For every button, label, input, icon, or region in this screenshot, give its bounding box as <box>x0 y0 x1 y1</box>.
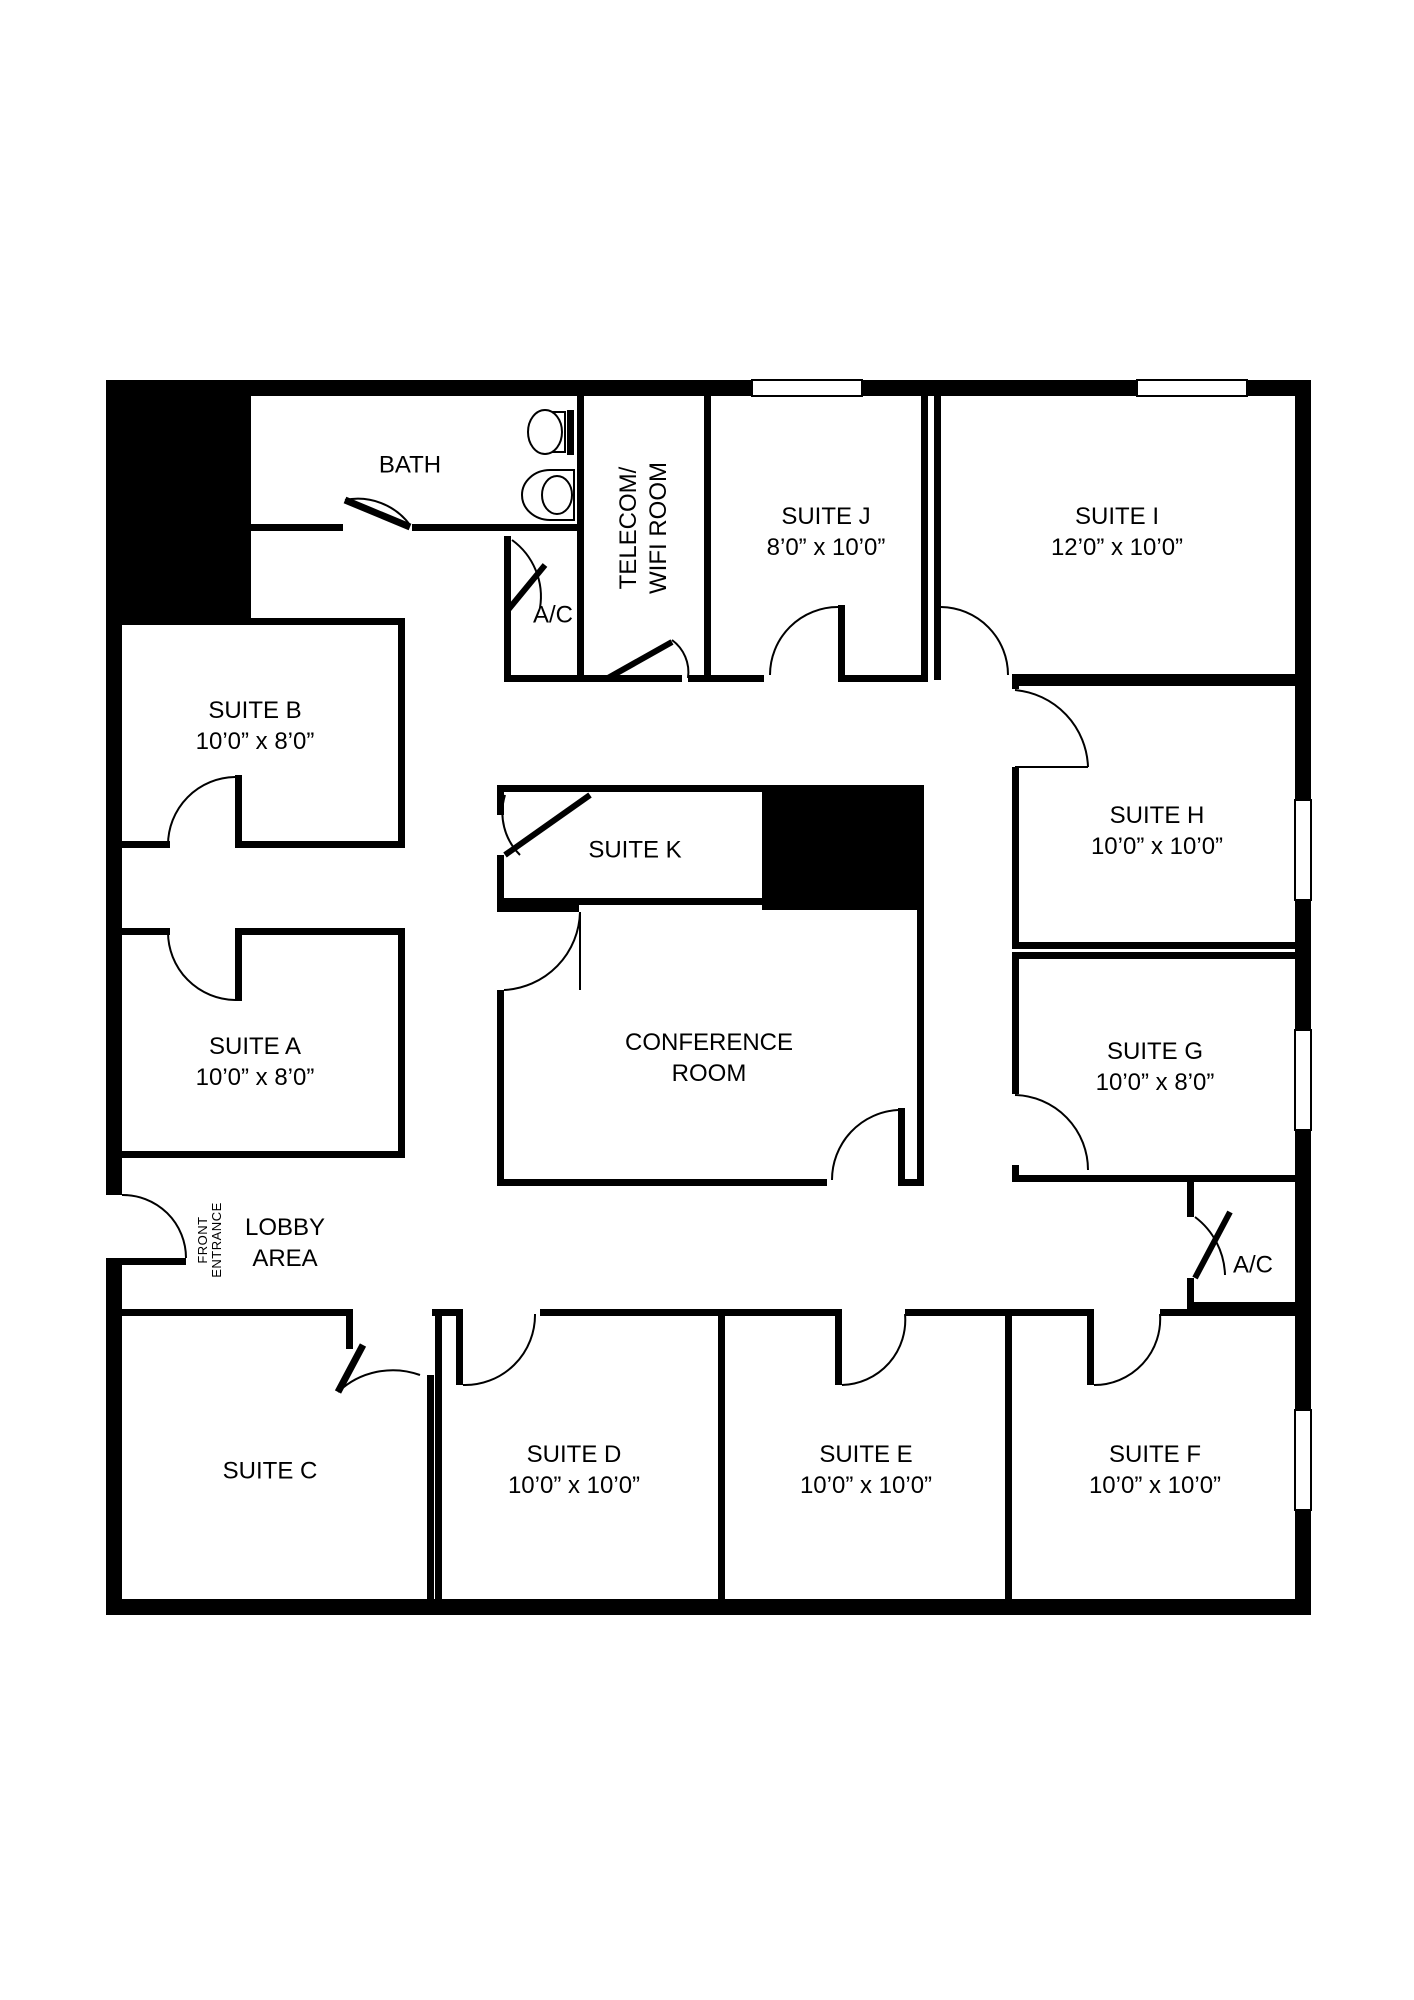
window-suite-i <box>1136 379 1248 397</box>
wall-bath-fixture-divider <box>567 410 574 455</box>
window-suite-j <box>751 379 863 397</box>
wall-suite-j-bottom-a <box>688 675 764 682</box>
walls <box>106 380 1311 1615</box>
wall-suite-c-door-jamb <box>346 1309 353 1349</box>
wall-suite-b-bottom-right <box>235 841 405 848</box>
wall-suite-h-left-top <box>1012 679 1019 689</box>
wall-suite-a-bottom <box>122 1151 405 1158</box>
door-conference-left <box>503 911 581 991</box>
wall-suite-g-top <box>1012 952 1302 959</box>
wall-conference-bottom <box>497 1179 827 1186</box>
wall-suite-j-right <box>921 380 928 680</box>
wall-suite-e-door-jamb <box>835 1309 842 1385</box>
wall-ac-bottom <box>504 675 584 682</box>
wall-telecom-bottom <box>577 675 682 682</box>
wall-suite-h-bottom <box>1012 942 1302 949</box>
wall-bottom-suites-top-b <box>432 1309 456 1316</box>
door-suite-h <box>1014 689 1089 768</box>
door-front-entrance <box>121 1193 187 1259</box>
sink-icon <box>521 469 575 521</box>
wall-ac-right-left <box>1187 1182 1194 1217</box>
door-suite-a <box>167 931 236 1001</box>
outer-wall-left-lower <box>106 1265 122 1615</box>
wall-bottom-suites-top-d <box>905 1309 1087 1316</box>
doors <box>121 496 1233 1394</box>
wall-ac-right-bottom <box>1187 1302 1295 1309</box>
outer-wall-bottom <box>106 1599 1311 1615</box>
door-bath <box>343 496 412 531</box>
door-suite-d <box>462 1313 537 1387</box>
door-suite-e <box>841 1313 907 1386</box>
solid-block-top-left <box>106 380 249 623</box>
wall-suite-g-left <box>1012 952 1019 1094</box>
wall-core-top <box>497 785 924 792</box>
wall-suite-j-left <box>704 380 711 680</box>
outer-wall-right <box>1295 380 1311 1615</box>
wall-suite-d-door-jamb <box>456 1309 463 1385</box>
wall-bath-bottom-left <box>244 524 343 531</box>
windows <box>751 379 1312 1511</box>
wall-core-left-top <box>497 785 504 815</box>
door-suite-g <box>1014 1094 1089 1171</box>
wall-bottom-suites-top-e <box>1160 1309 1302 1316</box>
wall-suite-h-left <box>1012 767 1019 947</box>
wall-suite-j-bottom-b <box>838 675 928 682</box>
wall-suite-g-left-lower <box>1012 1165 1019 1182</box>
wall-suite-b-right <box>398 618 405 848</box>
wall-suite-f-door-jamb <box>1087 1309 1094 1385</box>
wall-suite-b-bottom-left <box>122 841 170 848</box>
wall-suite-d-right <box>718 1309 725 1599</box>
window-suite-g <box>1294 1029 1312 1131</box>
wall-entrance-sill <box>106 1258 186 1265</box>
door-conference-bottom <box>830 1109 899 1181</box>
wall-suite-a-door-jamb <box>235 928 242 1001</box>
door-suite-f <box>1093 1313 1162 1387</box>
wall-suite-b-door-jamb <box>235 775 242 848</box>
wall-conference-door-sill <box>898 1179 924 1186</box>
wall-suite-i-left <box>934 380 941 605</box>
wall-conference-right-inner <box>898 1108 905 1186</box>
wall-suite-i-bottom <box>1012 674 1302 681</box>
wall-suite-k-left <box>497 855 504 905</box>
wall-suite-d-left <box>435 1309 442 1599</box>
door-suite-i <box>940 606 1009 676</box>
door-ac-top <box>505 539 548 612</box>
door-suite-k <box>501 792 592 858</box>
wall-bath-left <box>244 380 251 529</box>
wall-telecom-left <box>577 380 584 680</box>
toilet-icon <box>527 409 566 455</box>
wall-left-top-room-bottom <box>244 525 251 618</box>
wall-suite-b-top <box>122 618 404 625</box>
wall-suite-a-top-left <box>122 928 170 935</box>
wall-suite-a-top-right <box>235 928 405 935</box>
wall-suite-g-bottom <box>1012 1175 1302 1182</box>
wall-suite-e-right <box>1005 1309 1012 1599</box>
wall-suite-h-top <box>1012 679 1302 686</box>
door-suite-j <box>769 606 839 676</box>
solid-block-core <box>762 785 924 910</box>
window-suite-h <box>1294 799 1312 901</box>
wall-conference-left <box>497 990 504 1185</box>
wall-suite-k-bottom <box>497 898 924 905</box>
wall-suite-i-left-lower <box>934 605 941 680</box>
wall-conference-top <box>497 905 579 912</box>
door-suite-b <box>167 776 236 846</box>
window-suite-f <box>1294 1409 1312 1511</box>
door-telecom <box>606 639 690 681</box>
wall-bottom-suites-top-a <box>122 1309 352 1316</box>
wall-conference-right <box>917 905 924 1186</box>
wall-suite-j-door-jamb <box>838 605 845 680</box>
bath-fixtures <box>521 409 575 521</box>
wall-bath-bottom-right <box>412 524 584 531</box>
wall-bottom-suites-top-c <box>540 1309 842 1316</box>
wall-suite-c-right <box>427 1375 434 1599</box>
door-suite-c <box>334 1343 421 1394</box>
wall-ac-right-left-lower <box>1187 1278 1194 1308</box>
door-ac-right <box>1192 1210 1233 1280</box>
wall-suite-a-right <box>398 928 405 1158</box>
